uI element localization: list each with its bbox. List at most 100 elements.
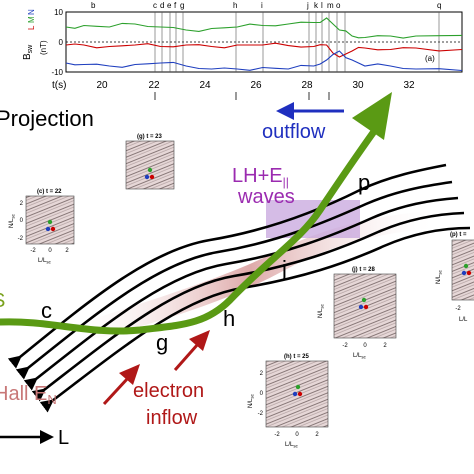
svg-text:-2: -2 [18,236,24,242]
svg-text:2: 2 [260,371,264,377]
legend-N: N [27,9,36,15]
electron-inflow-line1: electron [133,380,204,402]
inset-xlabel: L/Lsc [285,442,299,449]
inset-xlabel: L/Lsc [38,258,52,265]
event-letter: m [327,1,334,10]
inset-c: (c) t = 22 2 0 -2 -2 0 2 L/Lsc N/Lsc [9,189,75,265]
svg-text:2: 2 [65,248,69,254]
inset-x-ticks: -2 [455,306,461,312]
inset-y-ticks: 2 0 -2 [258,371,264,417]
event-letter: b [91,1,96,10]
outflow-arrow [276,102,344,120]
svg-text:0: 0 [295,432,299,438]
inset-xlabel: L/Lsc [353,353,367,360]
spacecraft-trajectory [0,126,379,335]
inset-x-ticks: -2 0 2 [30,248,69,254]
x-tick-label: 28 [301,80,313,91]
event-letter: d [160,1,164,10]
inset-title: (p) t = [450,232,467,238]
legend-M: M [27,16,36,23]
svg-text:2: 2 [383,343,387,349]
event-lines [154,12,440,72]
event-letter: c [153,1,157,10]
point-label-j: j [281,256,287,281]
svg-text:-2: -2 [342,343,348,349]
inset-j: (j) t = 28 -2 0 2 L/Lsc N/Lsc [318,267,397,360]
y-tick-label: 10 [54,8,63,17]
event-letter: l [321,1,323,10]
inset-y-ticks: 2 0 -2 [18,201,24,242]
svg-text:-2: -2 [274,432,280,438]
L-axis-arrow [0,430,54,444]
inset-x-ticks: -2 0 2 [342,343,387,349]
trajectory-arrowhead [352,92,392,140]
x-tick-labels: 20 22 24 26 28 30 32 [96,80,415,91]
x-tick-label: 24 [199,80,211,91]
event-letter: f [174,1,177,10]
svg-text:2: 2 [315,432,319,438]
inset-title: (h) t = 25 [284,354,310,360]
x-tick-label: 26 [250,80,262,91]
svg-text:-2: -2 [258,411,264,417]
projection-title: Projection [0,106,94,131]
y-tick-label: -10 [51,68,63,77]
event-letter: e [167,1,172,10]
waves-label-line1: LH+E|| [232,165,289,189]
point-label-h: h [223,306,235,331]
event-letter: o [336,1,341,10]
y-axis-label: Bsw [22,44,34,60]
inset-p: (p) t = -2 L/L N/Lsc [436,232,474,323]
x-tick-label: 32 [403,80,415,91]
event-letters: b c d e f g h i j k l m o q [91,1,441,10]
waves-label-line2: waves [237,186,295,208]
inset-ylabel: N/Lsc [436,269,443,284]
inset-ylabel: N/Lsc [9,213,16,228]
svg-text:-2: -2 [455,306,461,312]
svg-text:0: 0 [363,343,367,349]
inset-title: (c) t = 22 [37,189,62,195]
inset-xlabel: L/L [459,317,468,323]
x-tick-label: 22 [148,80,160,91]
legend-L: L [27,25,36,30]
event-letter: h [233,1,237,10]
event-letter: q [437,1,441,10]
inset-title: (g) t = 23 [137,134,163,140]
point-label-c: c [41,298,52,323]
x-tick-label: 30 [352,80,364,91]
svg-text:2: 2 [20,201,24,207]
svg-text:0: 0 [48,248,52,254]
y-tick-label: 0 [59,38,64,47]
electron-inflow-line2: inflow [146,407,198,429]
time-connectors [154,92,330,100]
panel-tag: (a) [425,54,435,63]
event-letter: i [261,1,263,10]
series-line-0 [65,17,463,39]
series-line-1 [65,42,463,58]
x-axis-label: t(s) [52,80,66,91]
L-axis-label: L [58,427,69,449]
hall-field-label: Hall EN [0,383,57,407]
x-tick-label: 20 [96,80,108,91]
event-letter: g [180,1,184,10]
series-line-2 [65,50,463,72]
series-layer [65,17,463,72]
inset-title: (j) t = 28 [352,267,376,273]
y-unit: (nT) [39,40,48,55]
electron-inflow-arrows [102,330,210,406]
inset-g: (g) t = 23 [125,134,175,190]
svg-text:0: 0 [20,218,24,224]
svg-text:-2: -2 [30,248,36,254]
inset-ylabel: N/Lsc [318,303,325,318]
y-tick-labels: 10 0 -10 [51,8,63,77]
inset-h: (h) t = 25 2 0 -2 -2 0 2 L/Lsc N/Lsc [248,354,329,449]
left-cropped-letter: S [0,290,5,312]
svg-text:0: 0 [260,391,264,397]
outflow-label: outflow [262,121,326,143]
event-letter: j [306,1,309,10]
point-label-p: p [358,170,370,195]
top-panel: b c d e f g h i j k l m o q 10 0 -10 Bsw… [22,1,463,100]
inset-x-ticks: -2 0 2 [274,432,319,438]
inset-ylabel: N/Lsc [248,393,255,408]
point-label-g: g [156,330,168,355]
svg-text:Bsw: Bsw [22,44,34,60]
